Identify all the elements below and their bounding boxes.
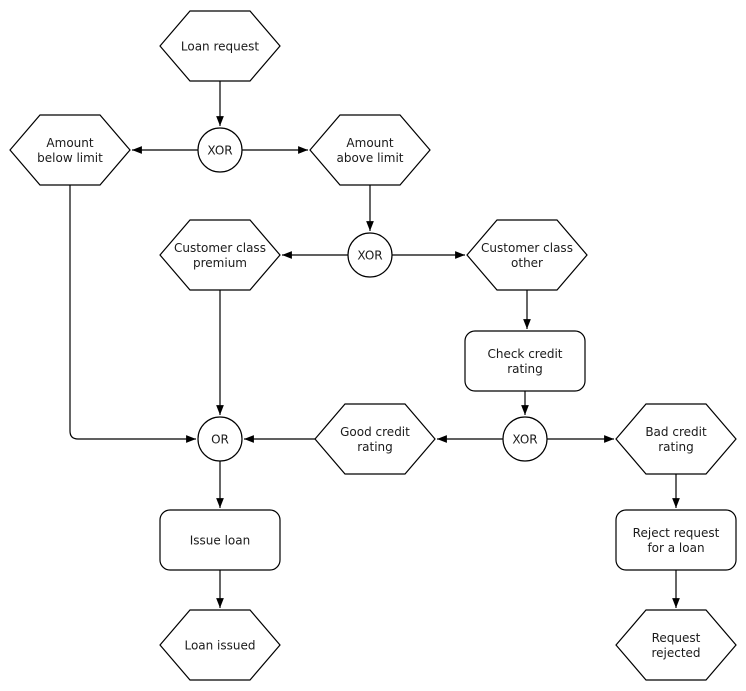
node-issue-loan: Issue loan [159,509,281,571]
node-label-line: Customer class [481,241,573,255]
node-label-line: Loan request [181,40,260,54]
node-label: XOR [512,433,537,447]
node-label-line: Issue loan [190,534,250,548]
node-label-line: premium [193,256,247,270]
node-label-line: Amount [46,136,93,150]
node-label-line: XOR [357,249,382,263]
node-label-line: Bad credit [645,425,707,439]
node-label-line: other [511,256,543,270]
node-label-line: rating [357,440,393,454]
event-hexagon-shape [159,10,281,82]
node-label: Loan request [181,40,260,54]
node-label-line: Reject request [633,526,720,540]
node-xor-split-credit-rating: XOR [502,416,548,462]
node-label-line: Loan issued [184,639,255,653]
event-hexagon-shape [309,114,431,186]
edge-amount-below-limit-to-or-join [69,185,196,443]
node-xor-split-amount: XOR [197,127,243,173]
node-label-line: rating [507,362,543,376]
event-hexagon-shape [159,609,281,681]
node-loan-request: Loan request [159,10,281,82]
node-label: Issue loan [190,534,250,548]
node-label-line: Amount [346,136,393,150]
node-label-line: XOR [512,433,537,447]
node-label-line: XOR [207,144,232,158]
function-rect-shape [464,330,586,392]
node-label-line: OR [211,433,229,447]
node-label-line: Request [652,631,701,645]
event-hexagon-shape [615,403,737,475]
node-label-line: Check credit [487,347,562,361]
connector-circle-shape [502,416,548,462]
node-or-join: OR [197,416,243,462]
node-label-line: below limit [37,151,103,165]
event-hexagon-shape [9,114,131,186]
connector-circle-shape [347,232,393,278]
event-hexagon-shape [615,609,737,681]
node-label-line: for a loan [647,541,704,555]
event-hexagon-shape [466,219,588,291]
event-hexagon-shape [159,219,281,291]
node-label: Loan issued [184,639,255,653]
function-rect-shape [159,509,281,571]
node-label-line: Customer class [174,241,266,255]
node-xor-split-customer-class: XOR [347,232,393,278]
node-label-line: rating [658,440,694,454]
node-label-line: above limit [336,151,403,165]
node-label: XOR [207,144,232,158]
node-loan-issued: Loan issued [159,609,281,681]
node-label-line: rejected [651,646,700,660]
edges-layer [69,81,680,608]
node-label: OR [211,433,229,447]
node-label: XOR [357,249,382,263]
node-label-line: Good credit [340,425,410,439]
connector-circle-shape [197,416,243,462]
connector-circle-shape [197,127,243,173]
function-rect-shape [615,509,737,571]
event-hexagon-shape [314,403,436,475]
